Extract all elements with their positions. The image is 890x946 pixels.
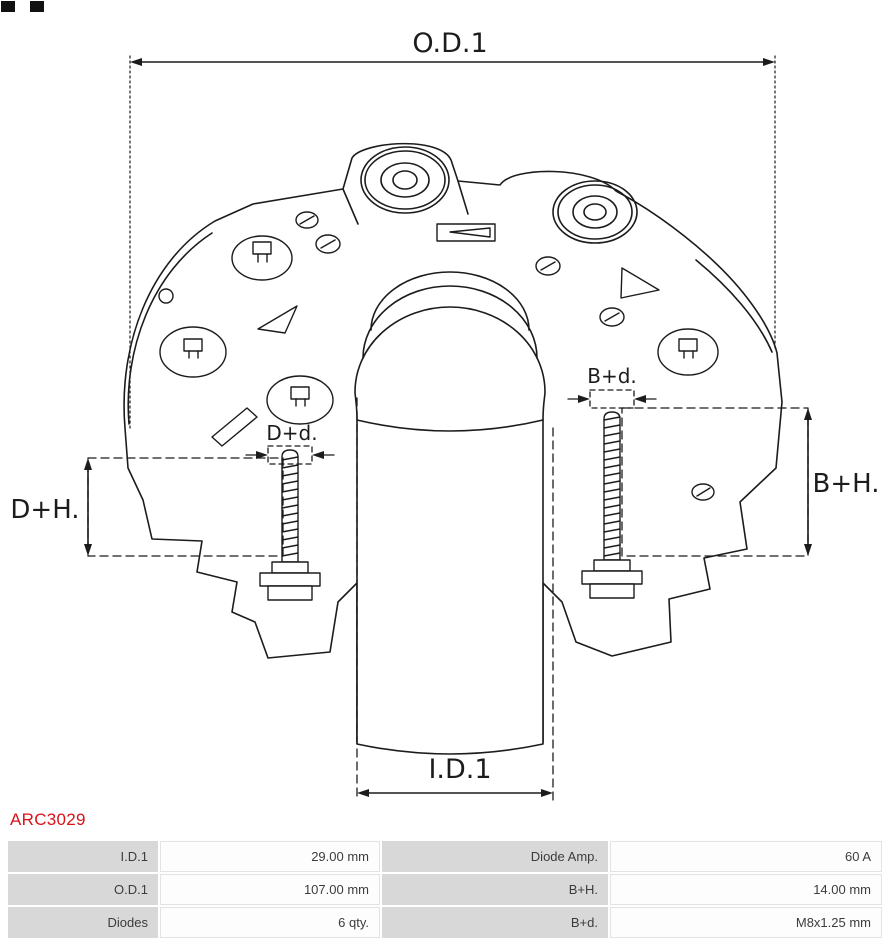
dim-label-dd: D+d. [266,421,317,445]
spec-label-cell: Diode Amp. [382,841,608,872]
dimension-id1 [356,397,554,801]
stud-b-plus [581,411,643,599]
dimension-bd [567,389,657,409]
dim-label-bh: B+H. [813,469,880,499]
terminal-slot-top [436,223,496,242]
rectifier-technical-drawing: O.D.1 I.D.1 D+H. B+H. D+d. B+d. [10,28,880,801]
logo-square-icon [30,1,44,12]
spec-value-cell: 14.00 mm [610,874,882,905]
spec-label-cell: Diodes [8,907,158,938]
spec-value-cell: 60 A [610,841,882,872]
dimension-od1 [129,55,776,431]
spec-table: I.D.1 29.00 mm Diode Amp. 60 A O.D.1 107… [8,841,882,938]
diode-terminals-right [535,256,719,501]
as-logo-fragment [1,1,61,14]
spec-label-cell: B+d. [382,907,608,938]
dim-label-dh: D+H. [10,495,79,525]
dim-label-bd: B+d. [587,364,637,388]
spec-value-cell: M8x1.25 mm [610,907,882,938]
dim-label-id1: I.D.1 [428,754,491,785]
bearing-boss-left [360,146,450,214]
part-number: ARC3029 [10,810,86,829]
spec-label-cell: B+H. [382,874,608,905]
spec-label-cell: O.D.1 [8,874,158,905]
spec-value-cell: 6 qty. [160,907,380,938]
dimension-dd [245,445,335,465]
dimension-bh [621,407,812,557]
dimension-dh [84,457,284,557]
bearing-boss-right [552,180,638,244]
dim-label-od1: O.D.1 [412,28,487,59]
spec-value-cell: 107.00 mm [160,874,380,905]
spec-value-cell: 29.00 mm [160,841,380,872]
spec-label-cell: I.D.1 [8,841,158,872]
logo-square-icon [1,1,15,12]
diode-terminals-left [158,211,341,447]
central-bore-column [354,271,546,755]
stud-d-plus [259,449,321,601]
